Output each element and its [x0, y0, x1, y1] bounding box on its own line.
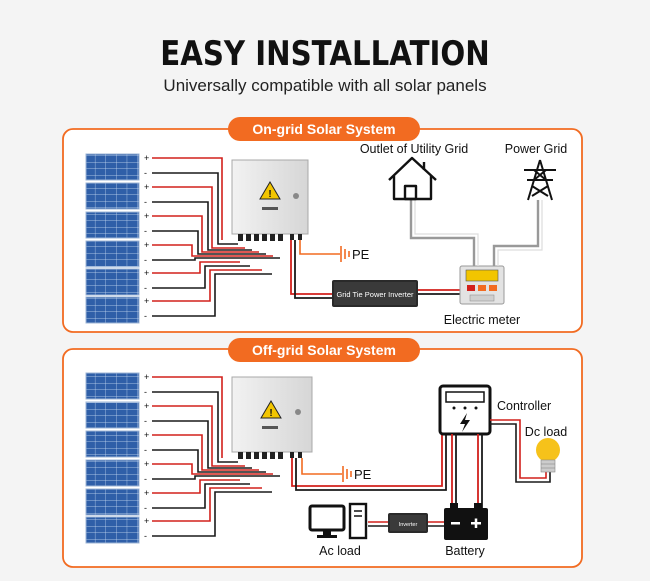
grid-tie-inverter-label: Grid Tie Power Inverter [336, 290, 414, 299]
pe-wire [299, 240, 340, 255]
plus-label: + [144, 182, 149, 192]
light-bulb-icon [536, 438, 560, 473]
minus-label: - [144, 168, 147, 178]
off-grid-section-label: Off-grid Solar System [252, 342, 396, 358]
minus-label: - [144, 283, 147, 293]
monitor-icon [308, 502, 368, 540]
off-grid-frame [62, 348, 583, 568]
minus-label: - [144, 531, 147, 541]
pe-label: PE [354, 467, 372, 482]
plus-label: + [144, 401, 149, 411]
battery-label: Battery [445, 544, 485, 558]
pe-wire [301, 458, 342, 475]
plus-label: + [144, 488, 149, 498]
ac-load-label: Ac load [319, 544, 361, 558]
plus-label: + [144, 268, 149, 278]
off-grid-panel-wires [152, 376, 280, 537]
ground-icon [340, 246, 350, 262]
inverter-icon [388, 513, 428, 533]
minus-label: - [144, 255, 147, 265]
off-grid-polarity-labels: + - + - + - + - + - + - [144, 372, 149, 541]
controller-icon [438, 384, 492, 436]
plus-label: + [144, 296, 149, 306]
electric-meter-label: Electric meter [444, 313, 520, 327]
off-grid-section-badge [228, 338, 420, 362]
controller-label: Controller [497, 399, 551, 413]
minus-label: - [144, 226, 147, 236]
power-grid-label: Power Grid [505, 142, 568, 156]
plus-label: + [144, 459, 149, 469]
minus-label: - [144, 197, 147, 207]
plus-label: + [144, 153, 149, 163]
on-grid-polarity-labels: + - + - + - + - + - + - [144, 153, 149, 321]
warning-icon: ! [259, 181, 281, 200]
minus-label: - [144, 416, 147, 426]
minus-label: - [144, 311, 147, 321]
ground-icon [342, 466, 352, 482]
minus-label: - [144, 387, 147, 397]
electric-meter-icon [459, 265, 505, 305]
combiner-box-icon: ! [231, 159, 309, 241]
plus-label: + [144, 240, 149, 250]
plus-label: + [144, 430, 149, 440]
combiner-box-icon: ! [231, 376, 313, 459]
inverter-label: Inverter [399, 522, 418, 528]
on-grid-section-badge [228, 117, 420, 141]
svg-text:!: ! [268, 189, 271, 200]
on-grid-panel-wires [152, 157, 280, 317]
page-title: EASY INSTALLATION [160, 34, 490, 74]
plus-label: + [144, 516, 149, 526]
battery-icon [444, 503, 488, 540]
minus-label: - [144, 474, 147, 484]
warning-icon: ! [260, 400, 282, 419]
inverter-icon [332, 280, 418, 307]
house-icon [388, 156, 437, 201]
minus-label: - [144, 445, 147, 455]
pe-label: PE [352, 247, 370, 262]
dc-load-label: Dc load [525, 425, 567, 439]
page-subtitle: Universally compatible with all solar pa… [163, 76, 487, 95]
power-tower-icon [524, 159, 556, 201]
solar-panel-icon [85, 372, 140, 544]
minus-label: - [144, 503, 147, 513]
outlet-utility-grid-label: Outlet of Utility Grid [360, 142, 468, 156]
on-grid-section-label: On-grid Solar System [252, 121, 395, 137]
solar-panel-icon [85, 153, 140, 324]
plus-label: + [144, 211, 149, 221]
plus-label: + [144, 372, 149, 382]
svg-text:!: ! [269, 408, 272, 419]
